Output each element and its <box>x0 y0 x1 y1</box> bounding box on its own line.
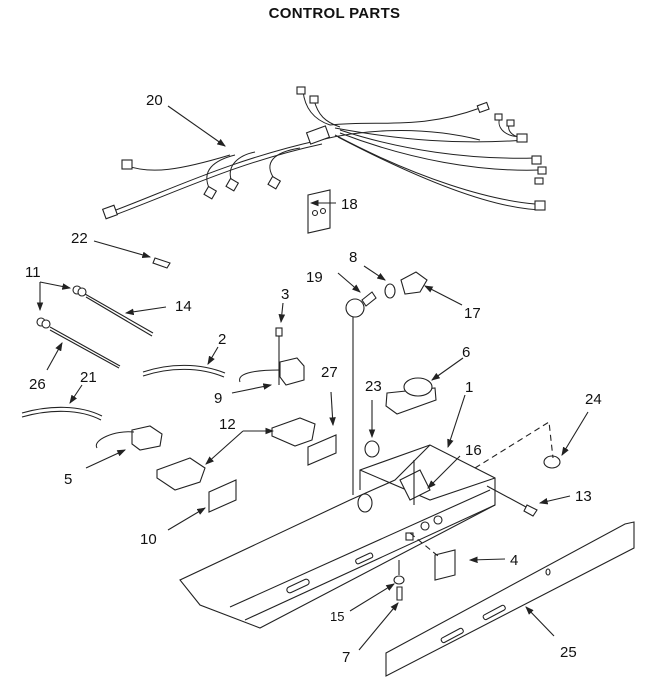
callout-22: 22 <box>71 230 88 247</box>
part-7-screw <box>396 586 403 601</box>
callout-4: 4 <box>510 552 518 569</box>
callout-5: 5 <box>64 471 72 488</box>
part-24-fastener <box>543 455 561 469</box>
callout-13: 13 <box>575 488 592 505</box>
part-12-bracket-a <box>156 457 206 491</box>
part-21-tube <box>21 406 103 421</box>
part-12-bracket-b <box>271 417 316 447</box>
part-25-trim <box>385 521 635 677</box>
callout-20: 20 <box>146 92 163 109</box>
part-9-switch <box>239 327 305 386</box>
callout-7: 7 <box>342 649 350 666</box>
part-1-housing <box>179 444 496 629</box>
part-24-guide <box>474 421 554 469</box>
part-17-socket <box>400 271 428 295</box>
part-2-tube <box>142 364 226 378</box>
part-8-ring <box>384 283 396 299</box>
diagram-title: CONTROL PARTS <box>268 5 401 22</box>
part-18-plate <box>307 189 331 234</box>
callout-17: 17 <box>464 305 481 322</box>
callout-18: 18 <box>341 196 358 213</box>
part-19-bulb <box>345 291 377 318</box>
part-4-component <box>434 549 456 581</box>
callout-14: 14 <box>175 298 192 315</box>
callout-25: 25 <box>560 644 577 661</box>
wire-harness <box>101 86 547 220</box>
part-13-screw <box>523 504 538 517</box>
callout-11: 11 <box>25 264 41 281</box>
callout-16: 16 <box>465 442 482 459</box>
callout-10: 10 <box>140 531 157 548</box>
part-11-14-26 <box>36 285 154 369</box>
callout-19: 19 <box>306 269 323 286</box>
callout-12: 12 <box>219 416 236 433</box>
part-27-label <box>307 434 337 466</box>
callout-27: 27 <box>321 364 338 381</box>
callout-6: 6 <box>462 344 470 361</box>
callout-9: 9 <box>214 390 222 407</box>
callout-15: 15 <box>330 609 344 624</box>
callout-8: 8 <box>349 249 357 266</box>
part-6-timer <box>385 377 437 415</box>
callout-21: 21 <box>80 369 97 386</box>
callout-24: 24 <box>585 391 602 408</box>
part-22-clip <box>152 257 171 269</box>
part-5-switch <box>95 425 163 451</box>
callout-1: 1 <box>465 379 473 396</box>
part-15-washer <box>393 575 405 585</box>
callout-23: 23 <box>365 378 382 395</box>
callout-3: 3 <box>281 286 289 303</box>
callout-2: 2 <box>218 331 226 348</box>
part-23-grommet <box>364 440 380 458</box>
callout-26: 26 <box>29 376 46 393</box>
leader-lines <box>36 105 589 651</box>
part-10-label <box>208 479 237 513</box>
